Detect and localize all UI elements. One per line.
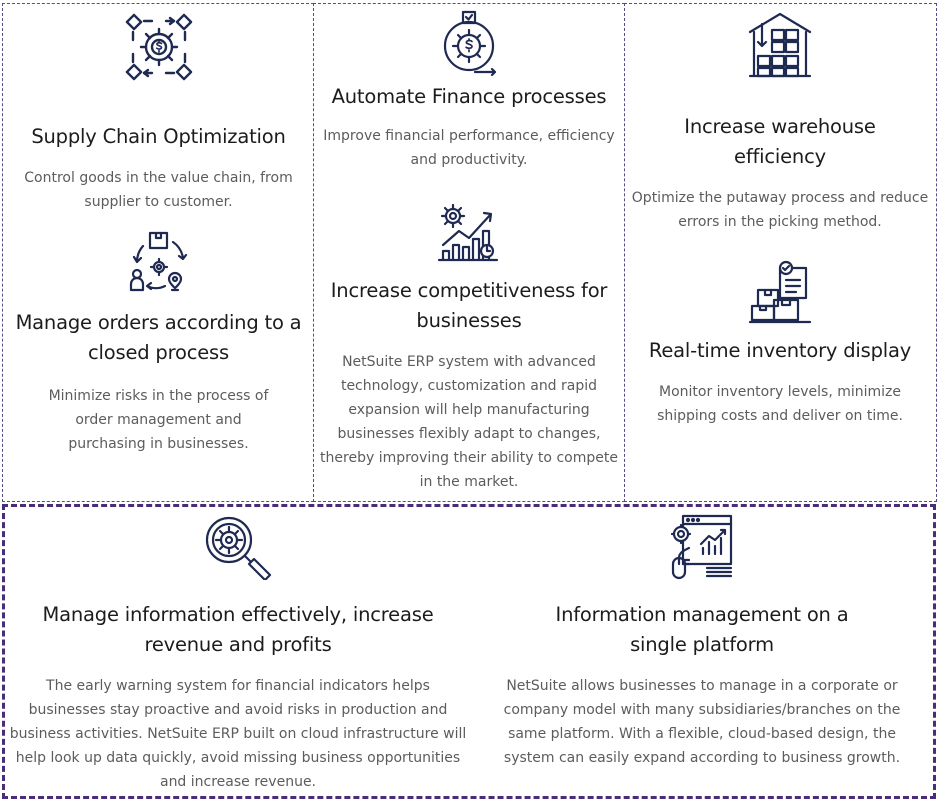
card-inventory: Real-time inventory display Monitor inve… (624, 260, 936, 428)
supply-chain-dollar-gear-icon (125, 13, 192, 81)
order-cycle-icon (129, 231, 187, 292)
card-single-platform: Information management on a single platf… (471, 514, 933, 770)
competitiveness-title: Increase competitiveness for businesses (330, 279, 608, 332)
inventory-title: Real-time inventory display (648, 339, 912, 362)
information-description: The early warning system for financial i… (9, 678, 467, 790)
column-warehouse-inventory: Increase warehouse efficiency Optimize t… (624, 3, 937, 502)
card-information: Manage information effectively, increase… (5, 514, 471, 794)
supply-chain-title: Supply Chain Optimization (31, 125, 286, 148)
card-manage-orders: Manage orders according to a closed proc… (3, 230, 314, 456)
automate-finance-description: Improve financial performance, efficienc… (323, 128, 615, 168)
card-competitiveness: Increase competitiveness for businesses … (314, 201, 624, 494)
magnifier-gear-icon (205, 516, 272, 580)
finance-automation-icon (443, 10, 497, 76)
warehouse-description: Optimize the putaway process and reduce … (631, 190, 929, 230)
single-platform-description: NetSuite allows businesses to manage in … (503, 678, 901, 766)
automate-finance-title: Automate Finance processes (331, 85, 607, 108)
warehouse-icon (748, 12, 812, 78)
manage-orders-title: Manage orders according to a closed proc… (15, 311, 302, 364)
inventory-description: Monitor inventory levels, minimize shipp… (657, 384, 903, 424)
warehouse-title: Increase warehouse efficiency (684, 115, 876, 168)
single-platform-title: Information management on a single platf… (555, 603, 849, 656)
supply-chain-description: Control goods in the value chain, from s… (24, 170, 293, 210)
analytics-dashboard-icon (670, 514, 733, 580)
inventory-boxes-icon (748, 260, 812, 324)
manage-orders-description: Minimize risks in the process of order m… (48, 388, 269, 452)
competitiveness-description: NetSuite ERP system with advanced techno… (320, 354, 618, 490)
bottom-section: Manage information effectively, increase… (2, 504, 936, 799)
growth-chart-icon (437, 203, 499, 262)
column-supply-orders: Supply Chain Optimization Control goods … (2, 3, 314, 502)
column-finance-competitiveness: Automate Finance processes Improve finan… (313, 3, 625, 502)
card-supply-chain: Supply Chain Optimization Control goods … (3, 12, 314, 214)
card-warehouse: Increase warehouse efficiency Optimize t… (624, 12, 936, 234)
information-title: Manage information effectively, increase… (42, 603, 434, 656)
card-automate-finance: Automate Finance processes Improve finan… (314, 10, 624, 172)
